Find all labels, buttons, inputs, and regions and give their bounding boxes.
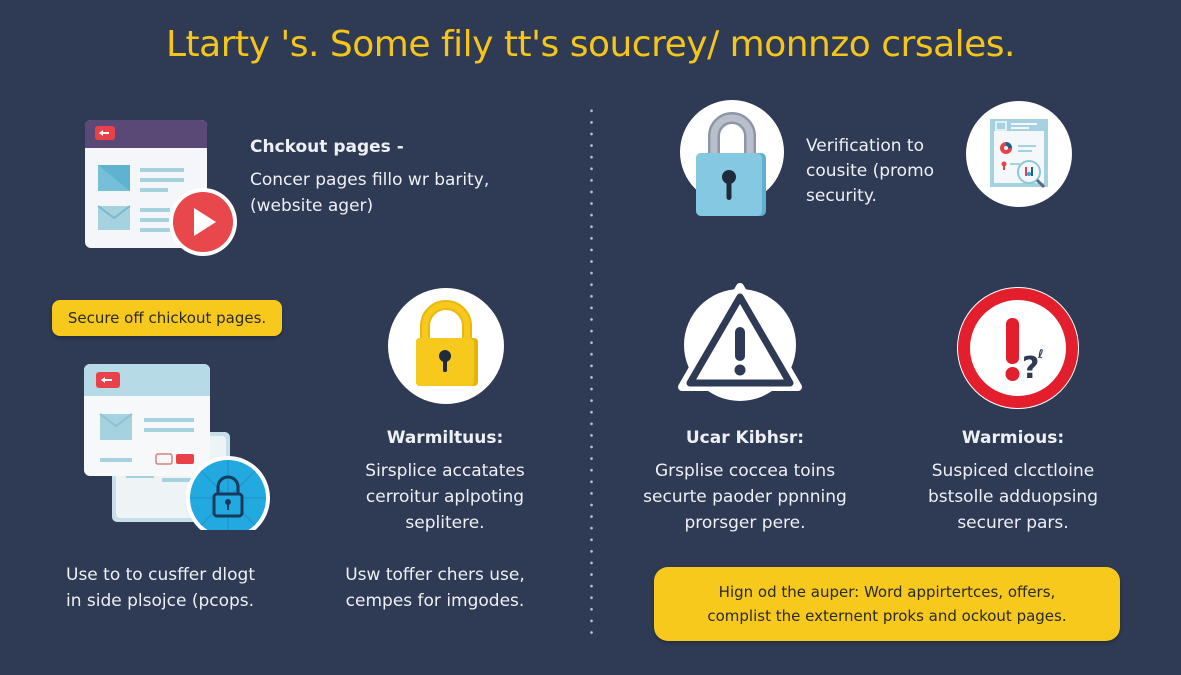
svg-text:ℓ: ℓ [1037,347,1044,361]
warning-description: Sirsplice accatates cerroitur aplpoting … [330,458,560,536]
verification-description: Verification to cousite (promo security. [806,134,934,209]
tip-box: Hign od the auper: Word appirtertces, of… [654,567,1120,641]
tip-line-2: complist the externent proks and ockout … [707,607,1067,625]
browser-window-with-play-icon [80,115,245,260]
user-line-3: prorsger pere. [684,513,806,533]
warning-card: Warmiltuus: Sirsplice accatates cerroitu… [330,428,560,536]
checkout-heading: Chckout pages - [250,137,404,157]
suspicious-heading: Warmious: [961,428,1065,448]
secure-checkout-pill: Secure off chickout pages. [52,300,282,336]
suspicious-line-2: bstsolle adduopsing [928,487,1098,507]
warning-line-2: cerroitur aplpoting [365,487,525,507]
stacked-browser-windows-with-lock-icon [80,360,280,530]
document-magnifier-icon [966,101,1072,207]
user-heading: Ucar Kibhsr: [685,428,805,448]
user-description: Grsplise coccea toins securte paoder ppn… [620,458,870,536]
checkout-description: Concer pages fillo wr barity, (website a… [250,167,489,219]
popup-description: Use to to cusffer dlogt in side plsojce … [66,562,255,614]
user-card: Ucar Kibhsr: Grsplise coccea toins secur… [620,428,870,536]
verification-line-2: cousite (promo [806,161,935,181]
warning-footer-line-1: Usw toffer chers use, [345,565,525,585]
suspicious-description: Suspiced clcctloine bstsolle adduopsing … [898,458,1128,536]
exclamation-question-sign-icon: ? ℓ [956,286,1080,410]
verification-line-1: Verification to [806,136,924,156]
warning-line-1: Sirsplice accatates [365,461,525,481]
verification-line-3: security. [806,186,877,206]
warning-footer-line-2: cempes for imgodes. [345,591,525,611]
blue-padlock-icon [676,98,788,220]
checkout-line-2: (website ager) [250,196,374,216]
warning-triangle-icon [678,283,802,401]
svg-text:?: ? [1022,351,1039,386]
warning-heading: Warmiltuus: [386,428,504,448]
suspicious-line-1: Suspiced clcctloine [931,461,1095,481]
secure-checkout-label: Secure off chickout pages. [67,309,267,327]
tip-line-1: Hign od the auper: Word appirtertces, of… [718,583,1056,601]
page-title: Ltarty 's. Some fily tt's soucrey/ monnz… [165,24,1016,65]
dotted-divider [590,105,593,635]
checkout-card: Chckout pages - Concer pages fillo wr ba… [80,115,520,265]
suspicious-line-3: securer pars. [957,513,1069,533]
user-line-2: securte paoder ppnning [643,487,847,507]
user-line-1: Grsplise coccea toins [654,461,836,481]
yellow-padlock-icon [388,288,504,404]
checkout-line-1: Concer pages fillo wr barity, [250,170,490,190]
popup-line-1: Use to to cusffer dlogt [66,565,256,585]
popup-line-2: in side plsojce (pcops. [66,591,255,611]
suspicious-card: Warmious: Suspiced clcctloine bstsolle a… [898,428,1128,536]
warning-footer: Usw toffer chers use, cempes for imgodes… [330,562,540,614]
warning-line-3: seplitere. [405,513,485,533]
